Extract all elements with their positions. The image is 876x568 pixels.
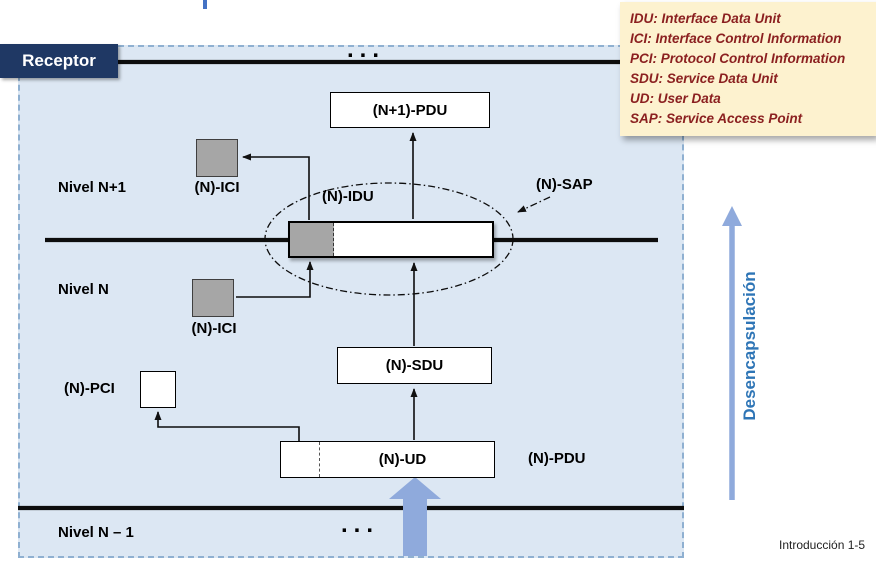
abbreviation-legend: IDU: Interface Data Unit ICI: Interface … bbox=[620, 2, 876, 136]
label-ici-top: (N)-ICI bbox=[194, 179, 240, 196]
label-pdu-right: (N)-PDU bbox=[528, 450, 586, 467]
box-ici-top bbox=[196, 139, 238, 177]
legend-item-idu: IDU: Interface Data Unit bbox=[630, 11, 781, 26]
legend-item-ud: UD: User Data bbox=[630, 91, 721, 106]
receptor-badge-label: Receptor bbox=[22, 51, 96, 70]
box-n1-pdu-label: (N+1)-PDU bbox=[372, 101, 448, 119]
decapsulation-label: Desencapsulación bbox=[740, 271, 759, 421]
ellipsis-top: ... bbox=[346, 36, 385, 63]
legend-item-pci: PCI: Protocol Control Information bbox=[630, 51, 846, 66]
receptor-badge: Receptor bbox=[0, 44, 118, 78]
label-ici-mid: (N)-ICI bbox=[191, 320, 237, 337]
label-pci: (N)-PCI bbox=[64, 380, 115, 397]
level-label-n: Nivel N bbox=[58, 281, 109, 298]
box-ud-divider bbox=[319, 442, 320, 477]
decapsulation-arrow-head-icon bbox=[722, 206, 742, 226]
box-n1-pdu: (N+1)-PDU bbox=[330, 92, 490, 128]
ellipsis-bottom: ... bbox=[340, 511, 379, 538]
legend-item-sap: SAP: Service Access Point bbox=[630, 111, 803, 126]
top-blue-mark bbox=[203, 0, 207, 9]
box-idu bbox=[288, 221, 494, 258]
label-sap: (N)-SAP bbox=[536, 176, 593, 193]
box-ici-mid bbox=[192, 279, 234, 317]
box-idu-ici-segment bbox=[290, 223, 334, 256]
box-pci bbox=[140, 371, 176, 408]
legend-item-ici: ICI: Interface Control Information bbox=[630, 31, 842, 46]
box-sdu-label: (N)-SDU bbox=[385, 357, 444, 374]
box-ud: (N)-UD bbox=[280, 441, 495, 478]
box-ud-label: (N)-UD bbox=[378, 451, 427, 468]
label-idu: (N)-IDU bbox=[322, 188, 374, 205]
box-sdu: (N)-SDU bbox=[337, 347, 492, 384]
legend-item-sdu: SDU: Service Data Unit bbox=[630, 71, 778, 86]
level-label-n-plus-1: Nivel N+1 bbox=[58, 179, 126, 196]
level-label-n-minus-1: Nivel N – 1 bbox=[58, 524, 134, 541]
slide-page-number: Introducción 1-5 bbox=[779, 538, 866, 552]
